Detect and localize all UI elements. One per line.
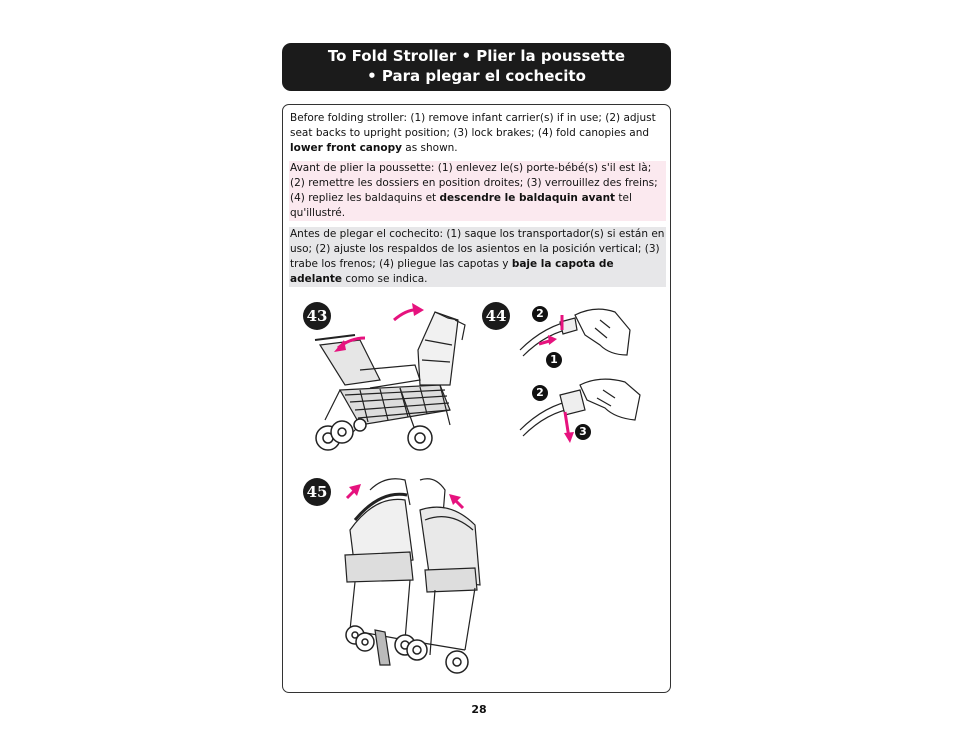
spanish-instructions: Antes de plegar el cochecito: (1) saque … xyxy=(289,227,666,287)
step-2-marker-top: 2 xyxy=(532,306,548,322)
section-header: To Fold Stroller • Plier la poussette • … xyxy=(282,43,671,91)
figure-44-brake-illustration xyxy=(519,308,641,443)
step-1-marker: 1 xyxy=(546,352,562,368)
figure-43-stroller-illustration xyxy=(314,303,466,451)
english-text-end: as shown. xyxy=(401,142,458,154)
french-text: Avant de plier la poussette: (1) enlevez… xyxy=(290,162,658,204)
figure-45-badge: 45 xyxy=(303,478,331,506)
page-number: 28 xyxy=(471,703,487,716)
step-3-marker: 3 xyxy=(575,424,591,440)
spanish-bold-text: baje la capota de adelante xyxy=(290,258,614,285)
spanish-text-end: como se indica. xyxy=(342,273,428,285)
figure-44-badge: 44 xyxy=(482,302,510,330)
english-text: Before folding stroller: (1) remove infa… xyxy=(290,112,656,139)
french-instructions: Avant de plier la poussette: (1) enlevez… xyxy=(289,161,666,221)
step-2-marker-bottom: 2 xyxy=(532,385,548,401)
figure-45-folding-stroller-illustration xyxy=(344,478,481,674)
english-instructions: Before folding stroller: (1) remove infa… xyxy=(289,111,666,156)
french-bold-text: descendre le baldaquin avant xyxy=(439,192,616,204)
figure-43-badge: 43 xyxy=(303,302,331,330)
header-line-2: • Para plegar el cochecito xyxy=(367,67,586,85)
french-text-end: tel qu'illustré. xyxy=(290,192,632,219)
spanish-text: Antes de plegar el cochecito: (1) saque … xyxy=(290,228,665,270)
english-bold-text: lower front canopy xyxy=(290,142,402,154)
header-line-1: To Fold Stroller • Plier la poussette xyxy=(327,47,626,65)
